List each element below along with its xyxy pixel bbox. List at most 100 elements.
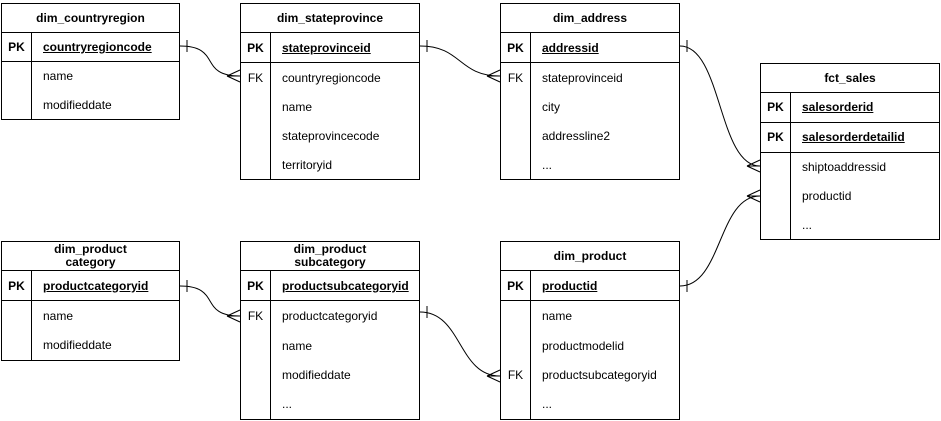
relationship-line <box>179 285 241 317</box>
field-row: shiptoaddressid <box>761 152 939 182</box>
many-cardinality-crowfoot <box>746 159 761 167</box>
pk-badge: PK <box>501 271 531 301</box>
field-label: name <box>542 309 573 324</box>
badge-empty <box>761 210 791 239</box>
many-cardinality-crowfoot <box>746 189 761 197</box>
fk-badge: FK <box>241 301 271 331</box>
fk-badge: FK <box>501 360 531 390</box>
field-row: productmodelid <box>501 330 679 361</box>
many-cardinality-crowfoot <box>486 375 501 383</box>
badge-empty <box>501 301 531 331</box>
field-label: modifieddate <box>43 338 112 353</box>
badge-empty <box>241 389 271 420</box>
field-label: salesorderid <box>802 100 874 115</box>
field-row: ... <box>241 389 419 420</box>
field-label: productsubcategoryid <box>282 278 409 293</box>
field-row: name <box>2 62 179 91</box>
many-cardinality-crowfoot <box>226 309 241 317</box>
field-label: name <box>43 308 74 323</box>
badge-empty <box>501 330 531 361</box>
relationship-dim_address-to-fct_sales <box>679 40 761 173</box>
relationship-dim_countryregion-to-dim_stateprovince <box>179 40 241 83</box>
field-label: productmodelid <box>542 338 625 353</box>
badge-empty <box>241 121 271 150</box>
many-cardinality-crowfoot <box>486 369 501 377</box>
field-row: FK productcategoryid <box>241 301 419 331</box>
pk-badge: PK <box>2 33 32 62</box>
relationship-line <box>419 311 501 377</box>
badge-empty <box>501 389 531 420</box>
table-title: fct_sales <box>761 64 939 93</box>
field-row: PK productsubcategoryid <box>241 271 419 302</box>
field-row: FK countryregioncode <box>241 63 419 92</box>
badge-empty <box>501 150 531 179</box>
field-label: salesorderdetailid <box>802 130 905 145</box>
field-label: countryregioncode <box>43 40 152 55</box>
fk-badge: FK <box>241 63 271 92</box>
field-row: modifieddate <box>2 330 179 360</box>
relationship-dim_productcategory-to-dim_productsubcategory <box>179 280 241 323</box>
field-row: territoryid <box>241 150 419 179</box>
field-label: city <box>542 99 560 114</box>
field-row: productid <box>761 181 939 211</box>
many-cardinality-crowfoot <box>486 75 501 83</box>
badge-empty <box>2 62 32 91</box>
field-label: name <box>43 69 74 84</box>
badge-empty <box>241 330 271 361</box>
field-row: name <box>501 301 679 331</box>
field-label: productcategoryid <box>282 309 378 324</box>
many-cardinality-crowfoot <box>746 165 761 173</box>
badge-empty <box>2 90 32 119</box>
badge-empty <box>501 121 531 150</box>
table-title: dim_countryregion <box>2 4 179 33</box>
pk-badge: PK <box>241 271 271 301</box>
field-label: modifieddate <box>43 97 112 112</box>
table-title: dim_address <box>501 4 679 33</box>
field-row: name <box>241 92 419 121</box>
many-cardinality-crowfoot <box>746 195 761 203</box>
table-title: dim_product <box>501 242 679 271</box>
field-label: countryregioncode <box>282 70 381 85</box>
pk-badge: PK <box>761 93 791 122</box>
badge-empty <box>2 330 32 360</box>
field-row: city <box>501 92 679 121</box>
field-row: name <box>2 301 179 331</box>
badge-empty <box>761 181 791 211</box>
badge-empty <box>241 360 271 390</box>
field-label: modifieddate <box>282 367 351 382</box>
field-row: PK countryregioncode <box>2 33 179 63</box>
badge-empty <box>241 150 271 179</box>
field-label: shiptoaddressid <box>802 159 887 174</box>
field-label: productid <box>542 278 598 293</box>
many-cardinality-crowfoot <box>226 75 241 83</box>
field-label: addressid <box>542 40 599 55</box>
field-label: name <box>282 338 313 353</box>
field-row: ... <box>501 150 679 179</box>
relationship-line <box>679 45 761 167</box>
badge-empty <box>761 152 791 182</box>
relationship-line <box>179 45 241 77</box>
pk-badge: PK <box>241 33 271 62</box>
many-cardinality-crowfoot <box>486 69 501 77</box>
field-label: ... <box>542 397 553 412</box>
pk-badge: PK <box>2 271 32 301</box>
relationship-dim_product-to-fct_sales <box>679 189 761 292</box>
field-row: addressline2 <box>501 121 679 150</box>
fk-badge: FK <box>501 63 531 92</box>
badge-empty <box>241 92 271 121</box>
field-label: productid <box>802 188 852 203</box>
relationship-dim_stateprovince-to-dim_address <box>419 40 501 83</box>
field-label: ... <box>542 157 553 172</box>
field-label: territoryid <box>282 157 333 172</box>
field-row: ... <box>761 210 939 239</box>
field-label: stateprovincecode <box>282 128 380 143</box>
